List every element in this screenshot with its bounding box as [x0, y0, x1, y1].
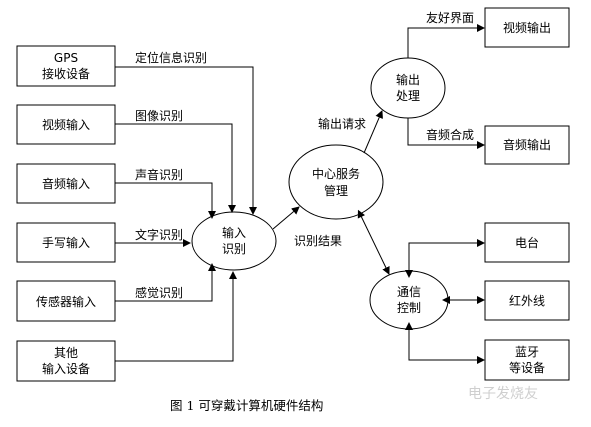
edge-label-sound: 声音识别	[135, 167, 183, 182]
handwriting-input-label: 手写输入	[42, 235, 90, 250]
watermark: 电子发烧友	[468, 386, 538, 402]
audio-output-connector	[407, 118, 485, 149]
other-connector	[115, 271, 237, 362]
sensor-input-label: 传感器输入	[36, 294, 96, 309]
other-input-label-2: 输入设备	[42, 361, 90, 376]
edge-label-result: 识别结果	[294, 234, 342, 248]
bluetooth-label-1: 蓝牙	[515, 345, 539, 359]
radio-box	[484, 222, 570, 263]
bluetooth-connector	[405, 322, 485, 364]
audio-output-label: 音频输出	[503, 137, 551, 152]
central-comm-connector	[357, 209, 390, 275]
edge-label-image: 图像识别	[135, 109, 183, 123]
video-output-label: 视频输出	[503, 20, 551, 35]
comm-control-label-2: 控制	[397, 301, 421, 315]
output-processing-label-1: 输出	[396, 72, 420, 87]
output-request-connector	[363, 110, 383, 154]
gps-connector	[115, 66, 257, 215]
other-input-label-1: 其他	[54, 346, 78, 360]
edge-label-sense: 感觉识别	[135, 285, 183, 300]
infrared-box	[484, 280, 570, 321]
bluetooth-box	[484, 339, 570, 381]
edge-label-location: 定位信息识别	[135, 50, 207, 65]
sensor-connector	[115, 263, 216, 302]
figure-caption: 图 1 可穿戴计算机硬件结构	[170, 398, 324, 413]
central-service-label-1: 中心服务	[312, 166, 360, 181]
radio-label: 电台	[515, 235, 539, 250]
gps-box	[16, 45, 116, 87]
infrared-label: 红外线	[509, 293, 545, 308]
video-connector	[115, 123, 236, 213]
video-input-label: 视频输入	[42, 117, 90, 132]
comm-control-node	[369, 270, 449, 330]
gps-label-2: 接收设备	[42, 66, 90, 81]
audio-connector	[115, 182, 216, 219]
central-service-label-2: 管理	[324, 183, 348, 198]
video-output-connector	[407, 24, 485, 58]
edge-label-output-request: 输出请求	[318, 116, 366, 131]
output-processing-label-2: 处理	[396, 89, 420, 103]
video-output-box	[484, 7, 570, 48]
input-recognition-label-2: 识别	[222, 242, 246, 256]
edge-label-friendly-ui: 友好界面	[426, 11, 474, 25]
audio-output-box	[484, 125, 570, 165]
bluetooth-label-2: 等设备	[509, 361, 545, 375]
result-connector	[272, 206, 300, 230]
input-recognition-label-1: 输入	[222, 225, 246, 240]
central-service-node	[288, 144, 384, 220]
edge-label-audio-synth: 音频合成	[426, 127, 474, 142]
output-processing-node	[370, 57, 446, 119]
radio-connector	[405, 239, 485, 278]
edge-label-text: 文字识别	[135, 227, 183, 242]
gps-label-1: GPS	[54, 51, 78, 65]
comm-control-label-1: 通信	[397, 285, 421, 299]
audio-input-label: 音频输入	[42, 176, 90, 191]
input-recognition-node	[191, 211, 277, 271]
